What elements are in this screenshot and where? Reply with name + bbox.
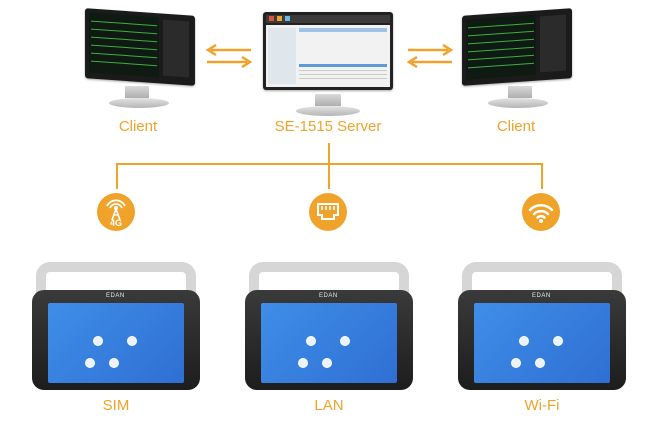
connector-right-down xyxy=(541,163,543,189)
client-monitor-left xyxy=(85,8,195,112)
device-screen-lan xyxy=(261,303,397,383)
label-lan: LAN xyxy=(314,397,344,414)
device-wifi: EDAN xyxy=(458,262,626,390)
device-brand-wifi: EDAN xyxy=(532,293,551,299)
client-screen-right xyxy=(462,8,572,86)
sim-4g-icon: 4G xyxy=(97,193,135,231)
server-monitor xyxy=(263,12,393,117)
sim-badge-text: 4G xyxy=(109,218,122,228)
device-lan: EDAN xyxy=(245,262,413,390)
device-brand-lan: EDAN xyxy=(319,293,338,299)
connector-left-down xyxy=(116,163,118,189)
device-screen-sim xyxy=(48,303,184,383)
arrows-left-icon xyxy=(205,44,253,68)
label-client-left: Client xyxy=(118,118,158,135)
client-screen-left xyxy=(85,8,195,86)
client-monitor-right xyxy=(462,8,572,112)
server-screen xyxy=(263,12,393,90)
connector-center-down xyxy=(328,163,330,189)
label-sim: SIM xyxy=(102,397,130,414)
connector-server-down xyxy=(328,143,330,165)
device-brand-sim: EDAN xyxy=(106,293,125,299)
arrows-right-icon xyxy=(406,44,454,68)
device-sim: EDAN xyxy=(32,262,200,390)
label-wifi: Wi-Fi xyxy=(524,397,560,414)
lan-port-icon xyxy=(309,193,347,231)
wifi-icon xyxy=(522,193,560,231)
label-client-right: Client xyxy=(496,118,536,135)
device-screen-wifi xyxy=(474,303,610,383)
label-server: SE-1515 Server xyxy=(274,118,382,135)
